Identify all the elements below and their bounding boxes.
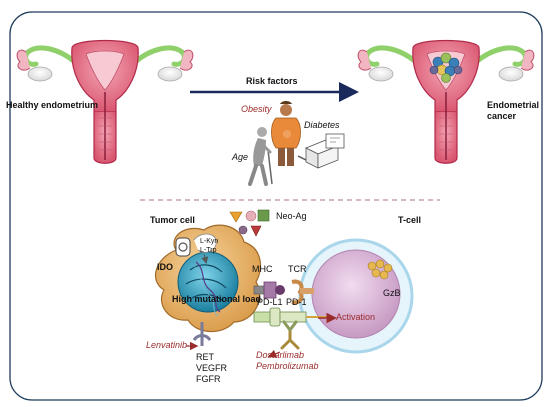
ido-enzyme-icon (175, 237, 191, 257)
receptor-ret-label: RET (196, 352, 214, 362)
ido-label: IDO (157, 262, 174, 272)
receptor-vegfr-label: VEGFR (196, 363, 228, 373)
activation-label: Activation (336, 312, 376, 322)
neo-ag-label: Neo-Ag (276, 211, 307, 221)
t-cell-icon (279, 238, 414, 354)
cancer-uterus-icon (357, 39, 535, 164)
lenvatinib-label: Lenvatinib (146, 340, 188, 350)
tumor-cell-icon (154, 224, 285, 351)
tumor-cluster-icon (429, 52, 463, 83)
mhc-receptor-icon (253, 281, 285, 299)
l-kyn-label: L-Kyn (200, 238, 219, 245)
gzb-label: GzB (383, 288, 401, 298)
endometrial-cancer-label: Endometrial cancer (487, 100, 540, 121)
tcr-label: TCR (288, 264, 307, 274)
healthy-endometrium-label: Healthy endometrium (6, 100, 99, 110)
obesity-figure-icon (271, 101, 301, 166)
pembrolizumab-label: Pembrolizumab (256, 361, 319, 371)
healthy-uterus-icon (16, 39, 194, 164)
elderly-person-icon (248, 127, 273, 186)
rtk-receptor-icon (186, 322, 212, 351)
receptor-fgfr-label: FGFR (196, 374, 221, 384)
tcr-receptor-icon (291, 279, 314, 305)
diabetes-label: Diabetes (304, 120, 340, 130)
tumor-cell-label: Tumor cell (150, 215, 195, 225)
age-label: Age (232, 152, 249, 162)
pd-l1-receptor-icon (253, 307, 281, 327)
antibody-icon (267, 320, 300, 358)
neo-antigen-icon (229, 209, 270, 237)
high-mutational-load-label: High mutational load (172, 294, 261, 304)
mhc-label: MHC (252, 264, 273, 274)
outer-frame (9, 11, 543, 401)
diabetes-kit-icon (297, 133, 345, 169)
pd-1-label: PD-1 (286, 297, 307, 307)
pd-1-receptor-icon (279, 311, 330, 323)
t-cell-label: T-cell (398, 215, 422, 225)
l-trp-label: L-Trp (200, 247, 217, 254)
obesity-label: Obesity (241, 104, 272, 114)
granzyme-granules-icon (367, 259, 393, 280)
pd-l1-label: PD-L1 (257, 297, 283, 307)
risk-factors-label: Risk factors (246, 76, 298, 86)
dostarlimab-label: Dostarlimab (256, 350, 305, 360)
